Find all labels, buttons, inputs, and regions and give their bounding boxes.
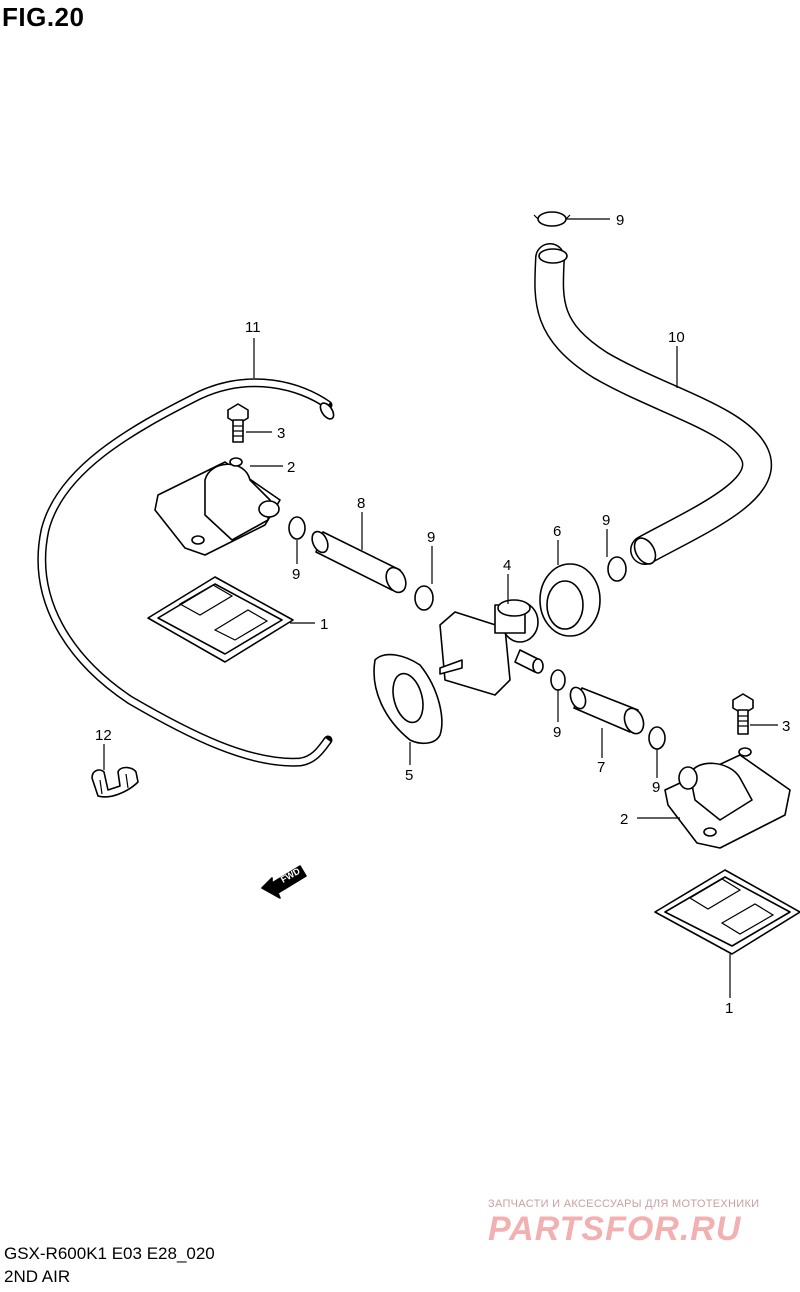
watermark-tagline: ЗАПЧАСТИ И АКСЕССУАРЫ ДЛЯ МОТОТЕХНИКИ (488, 1198, 760, 1210)
part-5-gasket (373, 653, 443, 745)
callout-9: 9 (292, 566, 300, 583)
part-11-hose (37, 378, 335, 767)
callout-labels: 9 10 11 3 2 9 8 9 6 9 4 1 5 9 7 9 3 12 2… (95, 212, 790, 1017)
callout-9: 9 (427, 529, 435, 546)
callout-12: 12 (95, 727, 112, 744)
fwd-direction-marker: FWD (261, 865, 307, 899)
part-9-clamp-c (607, 556, 627, 582)
part-9-clamp-a (288, 516, 306, 540)
part-10-hose (534, 243, 772, 565)
callout-leaders (103, 218, 778, 998)
part-9-clamp-e (648, 726, 666, 750)
callout-9: 9 (616, 212, 624, 229)
section-name: 2ND AIR (4, 1267, 71, 1286)
callout-2: 2 (287, 459, 295, 476)
callout-10: 10 (668, 329, 685, 346)
part-3-bolt-left (227, 403, 249, 443)
part-7-pipe (569, 686, 645, 735)
part-8-pipe (311, 530, 407, 594)
part-1-reed-plate-right (654, 869, 800, 955)
part-9-clamp-b (414, 585, 434, 611)
callout-9: 9 (652, 779, 660, 796)
callout-4: 4 (503, 557, 511, 574)
model-code: GSX-R600K1 E03 E28_020 (4, 1244, 215, 1263)
callout-7: 7 (597, 759, 605, 776)
callout-1: 1 (725, 1000, 733, 1017)
figure-title: FIG.20 (2, 2, 85, 32)
part-12-clip (91, 766, 139, 798)
callout-5: 5 (405, 767, 413, 784)
callout-8: 8 (357, 495, 365, 512)
part-1-reed-plate-left (147, 576, 294, 663)
forward-arrow-icon (261, 865, 307, 899)
part-2-cover-left (154, 457, 281, 556)
callout-2: 2 (620, 811, 628, 828)
part-9-clamp-top (533, 211, 571, 227)
watermark-logo: PARTSFOR.RU (488, 1210, 742, 1248)
part-9-clamp-d (550, 669, 566, 691)
part-6-grommet (539, 563, 601, 637)
callout-6: 6 (553, 523, 561, 540)
callout-11: 11 (245, 319, 261, 336)
callout-9: 9 (602, 512, 610, 529)
callout-3: 3 (277, 425, 285, 442)
part-2-cover-right (664, 747, 791, 849)
callout-9: 9 (553, 724, 561, 741)
callout-1: 1 (320, 616, 328, 633)
callout-3: 3 (782, 718, 790, 735)
part-4-valve (439, 599, 544, 696)
part-3-bolt-right (732, 693, 754, 735)
